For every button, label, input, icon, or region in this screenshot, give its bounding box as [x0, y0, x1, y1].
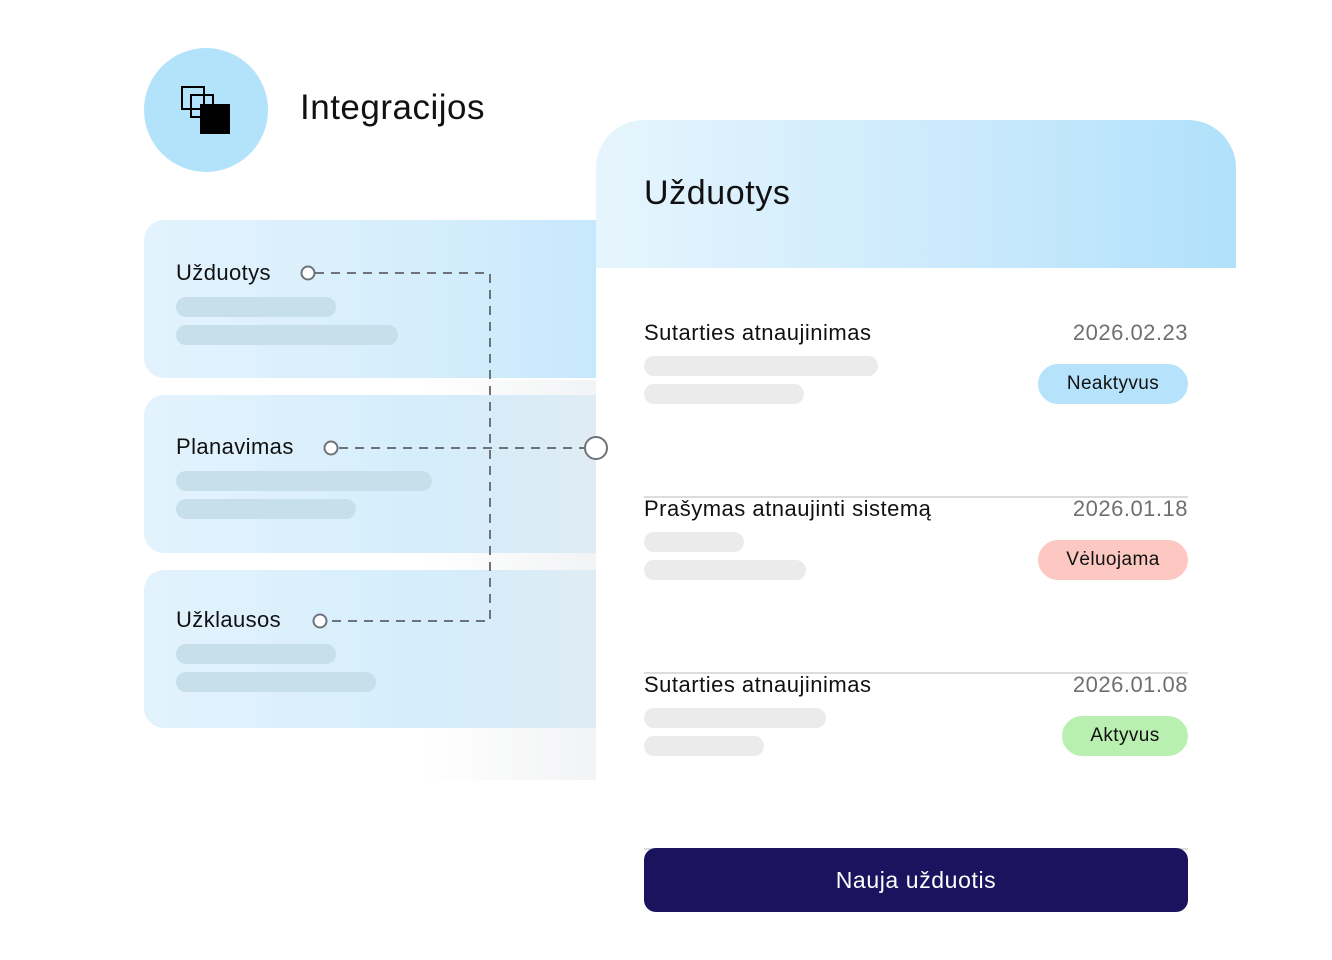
placeholder-line [644, 560, 806, 580]
placeholder-line [644, 708, 826, 728]
source-card-label: Užduotys [176, 260, 271, 285]
placeholder-line [176, 644, 336, 664]
placeholder-line [176, 672, 376, 692]
integrations-logo [144, 48, 268, 172]
source-card-label: Užklausos [176, 607, 282, 632]
task-row[interactable]: Prašymas atnaujinti sistemą 2026.01.18 V… [644, 496, 1188, 674]
source-card-tasks[interactable]: Užduotys [144, 220, 644, 378]
placeholder-line [176, 297, 336, 317]
tasks-panel: Užduotys Sutarties atnaujinimas 2026.02.… [596, 120, 1236, 960]
placeholder-line [644, 532, 744, 552]
placeholder-line [176, 471, 432, 491]
task-date: 2026.01.18 [1072, 496, 1188, 521]
status-badge: Aktyvus [1062, 716, 1188, 756]
task-row[interactable]: Sutarties atnaujinimas 2026.01.08 Aktyvu… [644, 672, 1188, 850]
app-title: Integracijos [300, 88, 485, 127]
task-date: 2026.02.23 [1072, 320, 1188, 345]
task-name: Prašymas atnaujinti sistemą [644, 496, 932, 521]
task-date: 2026.01.08 [1072, 672, 1188, 697]
placeholder-line [176, 325, 398, 345]
placeholder-line [644, 384, 804, 404]
task-name: Sutarties atnaujinimas [644, 320, 872, 345]
placeholder-line [644, 736, 764, 756]
panel-title: Užduotys [644, 174, 791, 212]
status-badge: Neaktyvus [1038, 364, 1188, 404]
new-task-button[interactable]: Nauja užduotis [644, 848, 1188, 912]
placeholder-line [176, 499, 356, 519]
panel-header: Užduotys [596, 120, 1236, 268]
task-name: Sutarties atnaujinimas [644, 672, 872, 697]
source-card-label: Planavimas [176, 434, 294, 459]
layered-squares-icon [181, 86, 230, 134]
task-row[interactable]: Sutarties atnaujinimas 2026.02.23 Neakty… [644, 320, 1188, 498]
panel-shadow [420, 380, 600, 780]
status-badge: Vėluojama [1038, 540, 1188, 580]
placeholder-line [644, 356, 878, 376]
